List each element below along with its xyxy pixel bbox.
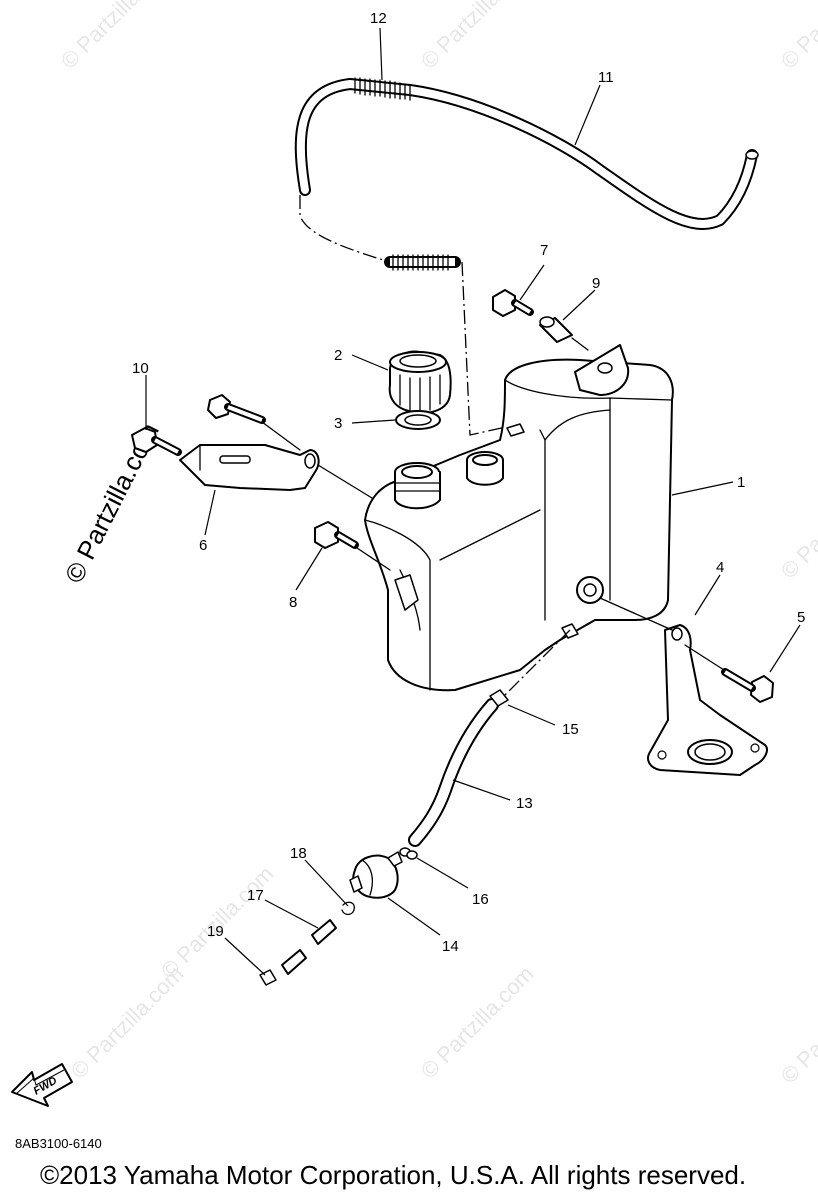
callout-10: 10: [132, 360, 149, 377]
callout-3: 3: [334, 415, 342, 432]
callout-5: 5: [797, 609, 805, 626]
oil-cap-2: [388, 350, 452, 414]
callout-14: 14: [442, 938, 459, 955]
watermark-text: © Partzilla.com: [776, 461, 818, 584]
bracket-4: [599, 597, 768, 776]
clip-16: [399, 847, 418, 860]
bolt-10: [131, 427, 182, 456]
bolt-7: [492, 289, 534, 317]
callout-18: 18: [290, 845, 307, 862]
copyright-notice: ©2013 Yamaha Motor Corporation, U.S.A. A…: [40, 1160, 747, 1190]
callout-8: 8: [289, 594, 297, 611]
callout-7: 7: [540, 242, 548, 259]
callout-1: 1: [737, 474, 745, 491]
filter-14: [349, 851, 403, 899]
bolt-bracket-upper: [207, 394, 301, 451]
breather-hose-11-12: [294, 77, 759, 436]
fwd-arrow-icon: FWD: [11, 1063, 73, 1107]
watermark-text: © Partzilla.com: [416, 0, 539, 74]
callout-9: 9: [592, 275, 600, 292]
callout-16: 16: [472, 891, 489, 908]
diagram-code: 8AB3100-6140: [15, 1136, 102, 1151]
callout-19: 19: [207, 923, 224, 940]
collar-9: [539, 316, 589, 351]
callout-6: 6: [199, 537, 207, 554]
callout-2: 2: [334, 347, 342, 364]
watermark-text: © Partzilla.com: [776, 966, 818, 1089]
clip-18: [341, 901, 355, 916]
callout-labels: 12 11 7 9 2 10 3 1 6 4 8 5 15 13 18 16 1…: [132, 10, 805, 955]
watermark-text: © Partzilla.com: [56, 0, 179, 74]
leader-lines: [145, 27, 801, 976]
pipe-17: [281, 919, 337, 975]
watermark-text: © Partzilla.com: [776, 0, 818, 74]
callout-11: 11: [598, 69, 614, 86]
callout-4: 4: [716, 559, 724, 576]
bracket-6: [179, 444, 373, 499]
callout-17: 17: [247, 887, 264, 904]
bolt-8: [314, 521, 391, 571]
callout-13: 13: [516, 795, 533, 812]
callout-12: 12: [370, 10, 387, 27]
gasket-3: [395, 410, 441, 430]
watermark-text: © Partzilla.com: [416, 961, 539, 1084]
callout-15: 15: [562, 721, 579, 738]
oil-tank-1: [364, 344, 674, 692]
bolt-5: [684, 644, 774, 703]
hose-13: [408, 629, 571, 847]
